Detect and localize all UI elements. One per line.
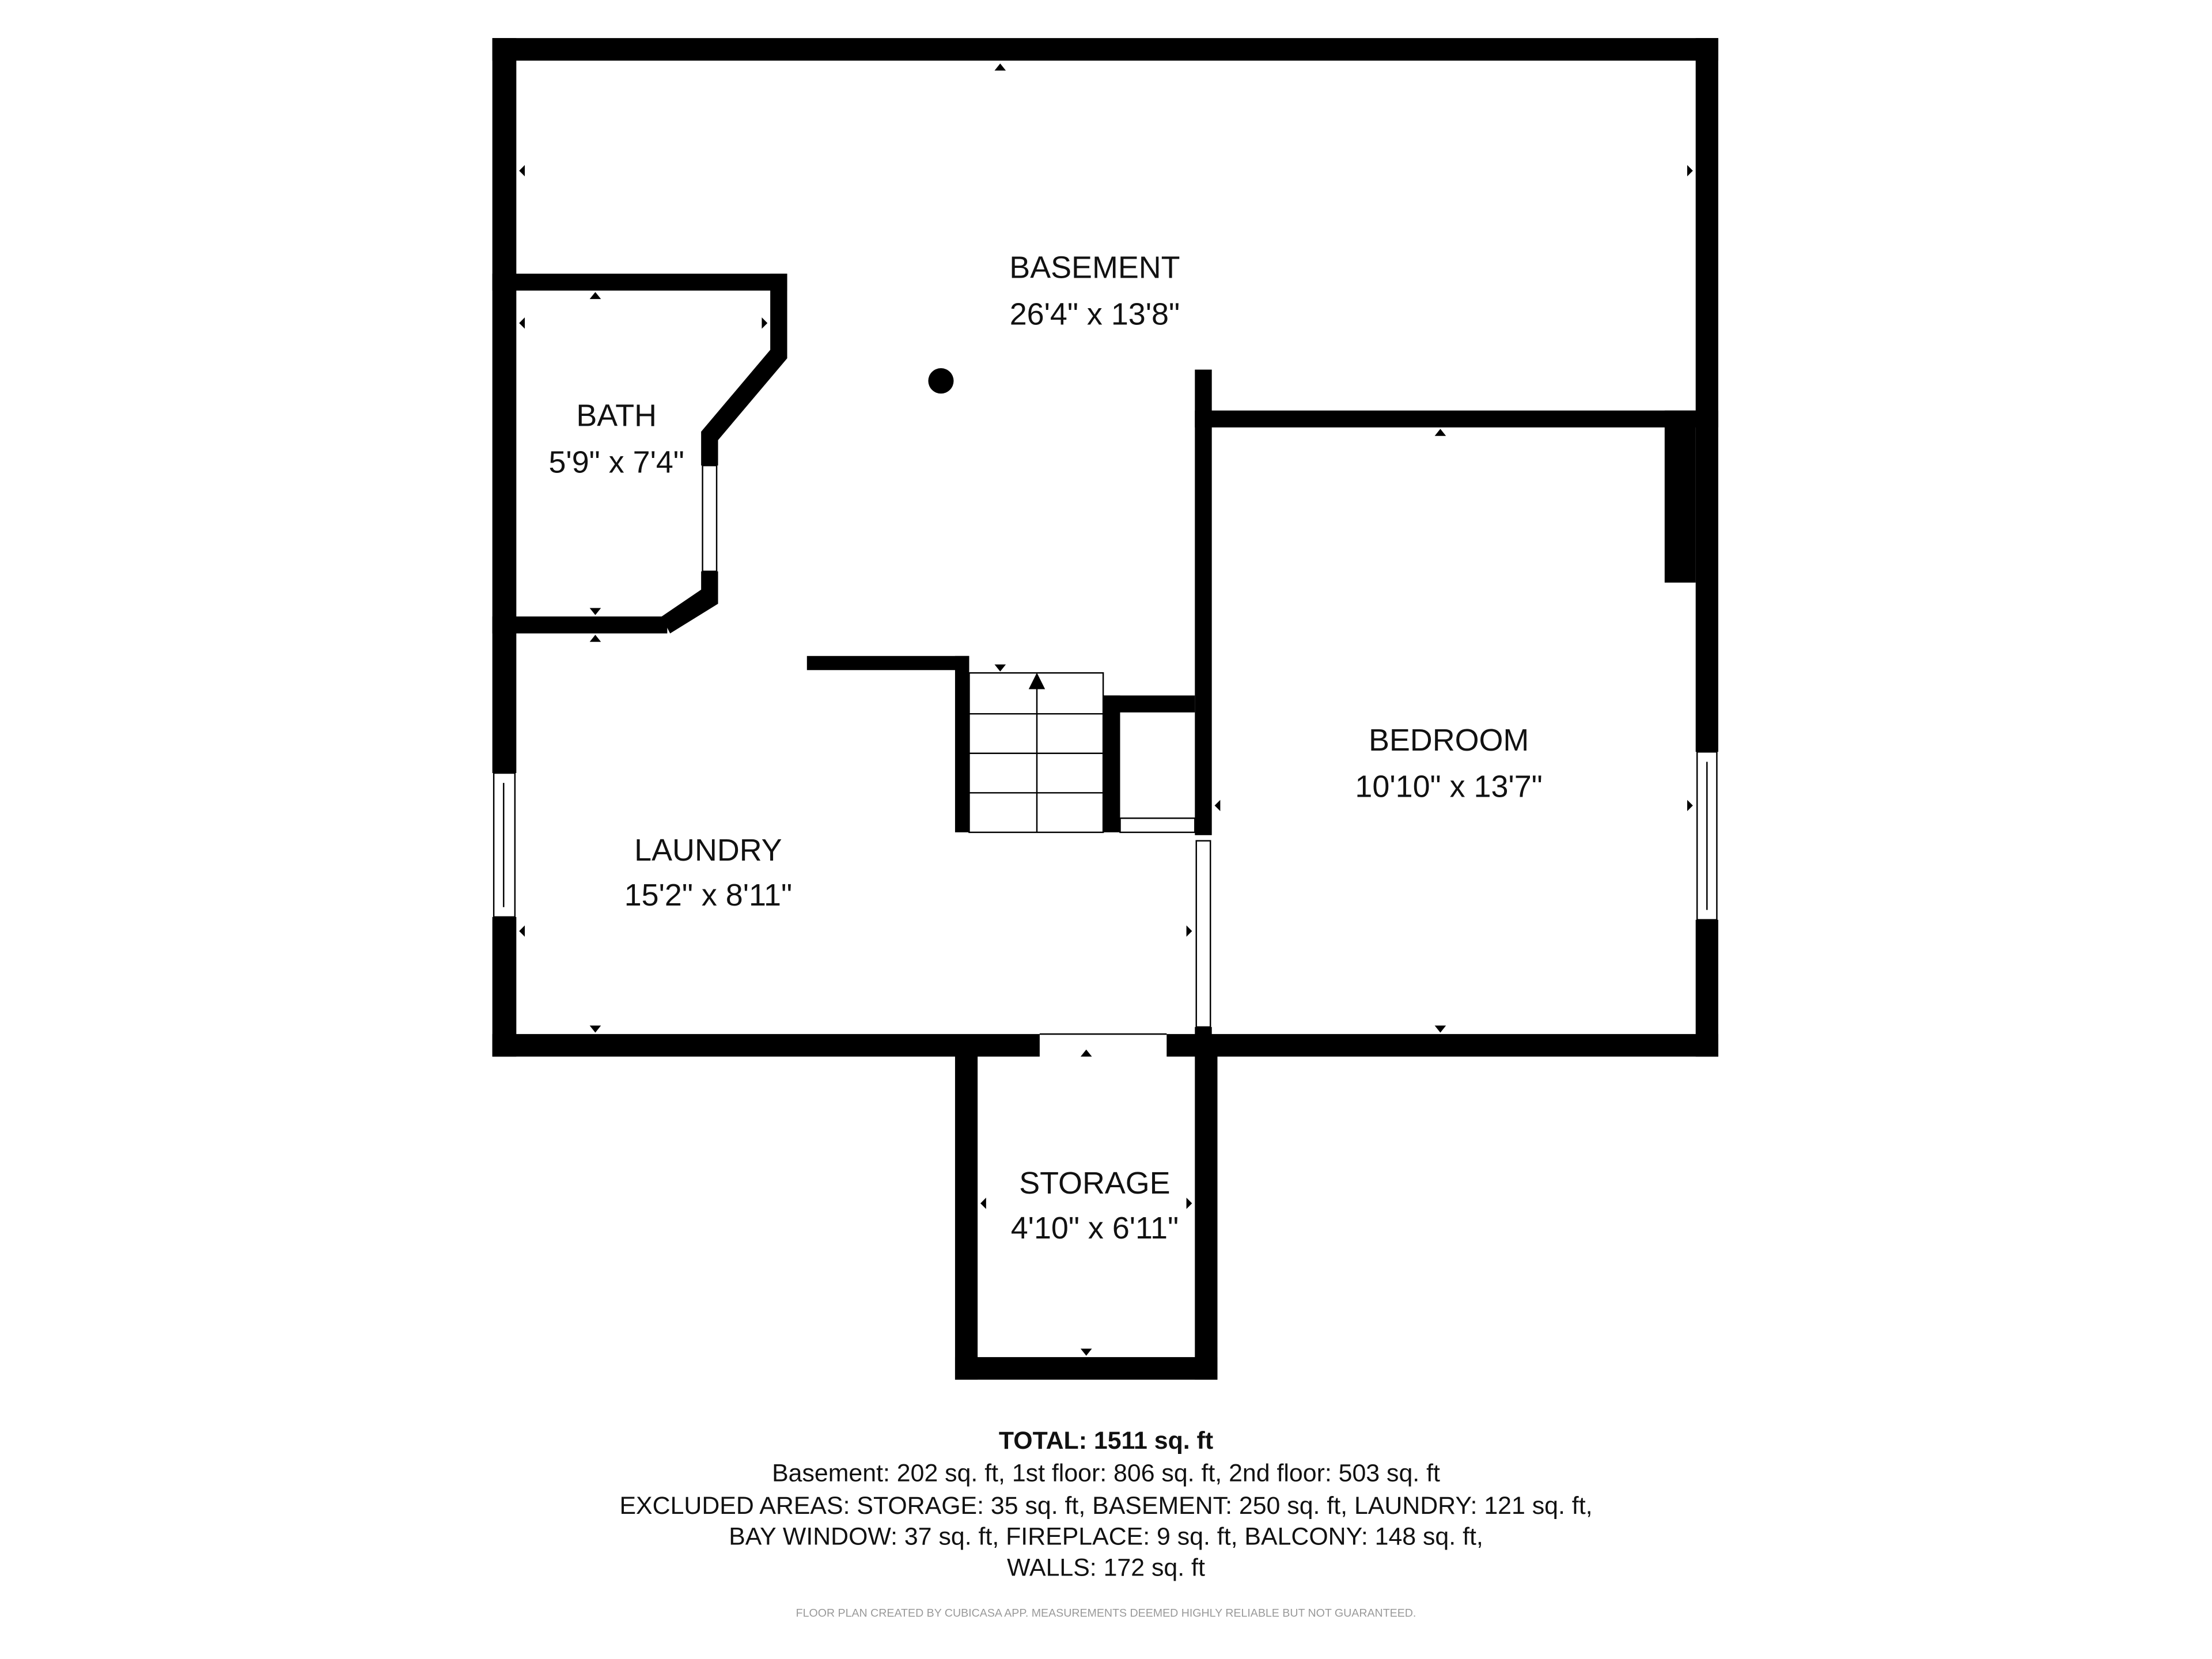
excluded-areas-line-1: EXCLUDED AREAS: STORAGE: 35 sq. ft, BASE… — [619, 1492, 1592, 1520]
windows — [493, 464, 1718, 1035]
bedroom-doorway — [1195, 840, 1211, 1028]
walls — [492, 38, 1718, 1380]
room-dims-bath: 5'9" x 7'4" — [548, 445, 684, 479]
storage-wall-bottom — [955, 1357, 1218, 1380]
outer-wall-bottom-left — [492, 1034, 1040, 1057]
outer-wall-left-lower — [492, 916, 517, 1057]
stair-wall-left — [955, 656, 969, 832]
dimension-markers — [519, 63, 1693, 1356]
closet-wall-left — [1103, 695, 1120, 832]
room-dims-bedroom: 10'10" x 13'7" — [1355, 770, 1542, 804]
excluded-areas-line-3: WALLS: 172 sq. ft — [1007, 1554, 1205, 1582]
bedroom-wall-top — [1195, 410, 1718, 428]
room-name-basement: BASEMENT — [1009, 250, 1180, 285]
room-name-bath: BATH — [576, 399, 657, 433]
outer-wall-top — [492, 38, 1718, 61]
outer-wall-bottom-right — [1166, 1034, 1718, 1057]
window-left — [493, 772, 516, 918]
bath-wall-angled-upper — [701, 274, 787, 466]
bath-wall-angled-lower — [661, 571, 718, 634]
floor-areas: Basement: 202 sq. ft, 1st floor: 806 sq.… — [772, 1459, 1440, 1487]
storage-wall-right — [1195, 1047, 1218, 1380]
room-dims-storage: 4'10" x 6'11" — [1011, 1211, 1179, 1245]
excluded-areas-line-2: BAY WINDOW: 37 sq. ft, FIREPLACE: 9 sq. … — [729, 1523, 1483, 1551]
bath-wall-bottom — [492, 616, 668, 634]
room-dims-laundry: 15'2" x 8'11" — [624, 878, 792, 912]
total-area: TOTAL: 1511 sq. ft — [999, 1427, 1213, 1455]
wall-stub — [1195, 1027, 1212, 1041]
credit-note: FLOOR PLAN CREATED BY CUBICASA APP. MEAS… — [796, 1607, 1416, 1620]
closet-door — [1119, 817, 1196, 834]
outer-wall-right-upper — [1695, 38, 1718, 752]
room-name-laundry: LAUNDRY — [634, 833, 782, 868]
stairs — [968, 672, 1104, 834]
stair-wall-top — [806, 656, 969, 671]
room-dims-basement: 26'4" x 13'8" — [1010, 297, 1180, 331]
support-column — [928, 368, 954, 394]
storage-wall-left — [955, 1047, 978, 1380]
stair-arrow-icon — [1028, 672, 1046, 690]
window-bath — [702, 464, 718, 573]
fireplace — [1664, 410, 1696, 583]
bedroom-wall-left — [1195, 369, 1212, 835]
outer-wall-left-upper — [492, 38, 517, 774]
room-name-storage: STORAGE — [1019, 1166, 1170, 1200]
bath-wall-top — [492, 274, 787, 291]
room-name-bedroom: BEDROOM — [1369, 723, 1529, 757]
outer-wall-right-lower — [1695, 919, 1718, 1057]
